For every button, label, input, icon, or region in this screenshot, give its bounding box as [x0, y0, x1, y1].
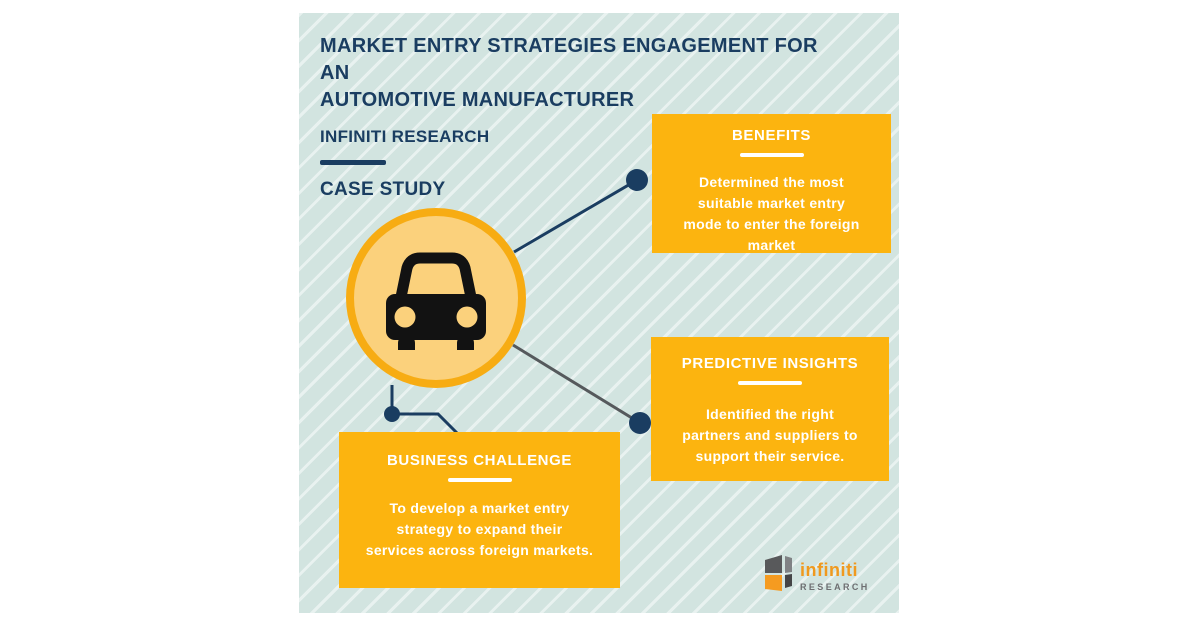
challenge-body-line: strategy to expand their [396, 521, 563, 537]
page-title: MARKET ENTRY STRATEGIES ENGAGEMENT FOR A… [320, 33, 850, 114]
benefits-card-title: BENEFITS [732, 127, 811, 144]
predictive-card-body: Identified the right partners and suppli… [651, 404, 889, 467]
predictive-connector-line [512, 343, 641, 425]
predictive-body-line: partners and suppliers to [682, 427, 858, 443]
benefits-card: BENEFITS Determined the most suitable ma… [652, 114, 891, 253]
predictive-card-title: PREDICTIVE INSIGHTS [681, 355, 859, 372]
page-title-line1: MARKET ENTRY STRATEGIES ENGAGEMENT FOR A… [320, 35, 818, 84]
company-name: INFINITI RESEARCH [320, 127, 490, 146]
challenge-body-line: services across foreign markets. [365, 542, 594, 558]
logo-subtext: RESEARCH [800, 582, 870, 592]
infographic-panel: MARKET ENTRY STRATEGIES ENGAGEMENT FOR A… [299, 13, 899, 613]
header-divider [320, 160, 386, 165]
car-icon [386, 252, 486, 350]
benefits-body-line: mode to enter the foreign [683, 216, 860, 232]
infiniti-logo-mark-icon [765, 555, 792, 591]
challenge-card-body: To develop a market entry strategy to ex… [339, 498, 620, 561]
challenge-connector-line [390, 385, 459, 435]
challenge-body-line: To develop a market entry [389, 500, 570, 516]
challenge-card-title: BUSINESS CHALLENGE [387, 452, 572, 469]
header-block: MARKET ENTRY STRATEGIES ENGAGEMENT FOR A… [320, 33, 850, 201]
challenge-connector-dot [384, 406, 400, 422]
logo-text: infiniti RESEARCH [800, 561, 870, 592]
benefits-card-underline [739, 153, 804, 157]
predictive-insights-card: PREDICTIVE INSIGHTS Identified the right… [651, 337, 889, 481]
predictive-card-underline [738, 381, 802, 385]
page-title-line2: AUTOMOTIVE MANUFACTURER [320, 89, 635, 111]
business-challenge-card: BUSINESS CHALLENGE To develop a market e… [339, 432, 620, 588]
logo-wordmark: infiniti [800, 560, 858, 580]
benefits-body-line: suitable market entry [697, 195, 846, 211]
infiniti-research-logo: infiniti RESEARCH [765, 553, 870, 593]
predictive-body-line: support their service. [695, 448, 845, 464]
benefits-body-line: market [747, 237, 796, 253]
benefits-card-body: Determined the most suitable market entr… [652, 172, 891, 256]
benefits-body-line: Determined the most [699, 174, 844, 190]
predictive-connector-dot [629, 412, 651, 434]
challenge-card-underline [447, 478, 512, 482]
predictive-body-line: Identified the right [705, 406, 835, 422]
case-study-label: CASE STUDY [320, 179, 446, 200]
car-icon-circle [346, 208, 526, 388]
